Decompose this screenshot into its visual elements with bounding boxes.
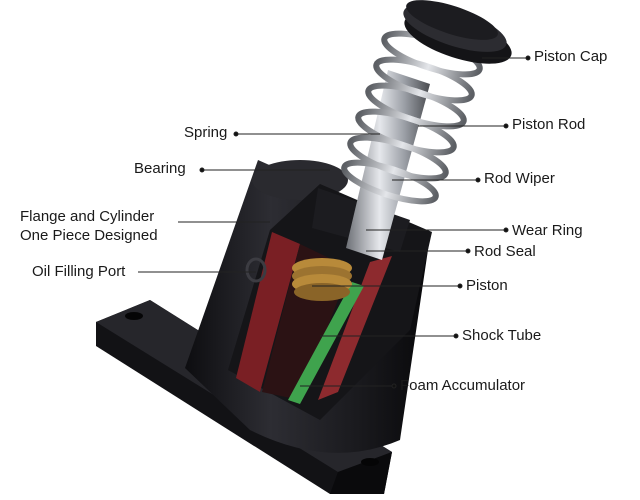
label-shock-tube: Shock Tube (462, 327, 542, 344)
piston-cap-shape (403, 0, 512, 64)
oil-filling-port-shape (245, 257, 267, 283)
label-wear-ring: Wear Ring (512, 222, 583, 239)
label-rod-wiper: Rod Wiper (484, 170, 555, 187)
piston-shape (292, 258, 352, 301)
label-rod-seal: Rod Seal (474, 243, 536, 260)
label-bearing: Bearing (134, 160, 186, 177)
label-piston-rod: Piston Rod (512, 116, 586, 133)
label-flange-and-cylinder: Flange and Cylinder One Piece Designed (20, 208, 158, 244)
label-piston: Piston (466, 277, 508, 294)
foam-accumulator-shape (288, 282, 364, 404)
label-oil-filling-port: Oil Filling Port (32, 263, 126, 280)
leader-lines (138, 55, 531, 389)
label-spring: Spring (184, 124, 228, 141)
flange-bolt-hole-right (361, 458, 379, 466)
red-section-wall (236, 232, 300, 392)
flange-bolt-hole-left (125, 312, 143, 320)
label-piston-cap: Piston Cap (534, 48, 608, 65)
label-foam-accumulator: Foam Accumulator (400, 377, 526, 394)
red-section-inner (318, 256, 392, 400)
